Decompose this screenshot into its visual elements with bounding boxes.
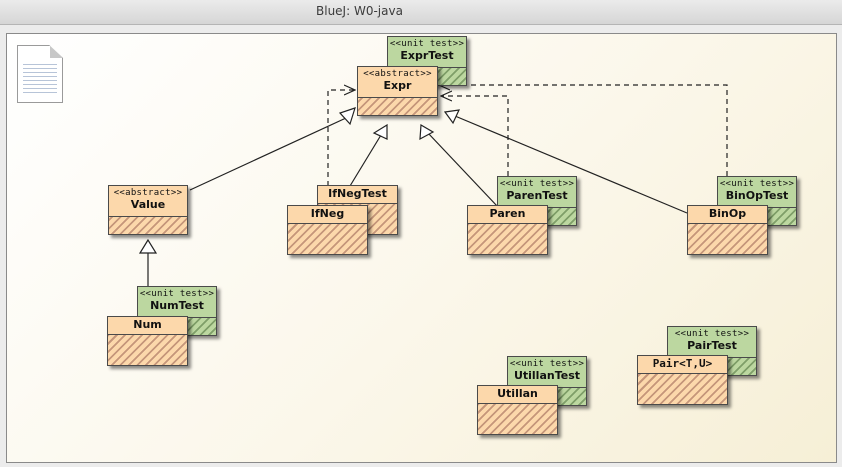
- class-ifneg[interactable]: IfNeg: [287, 205, 368, 255]
- class-name: BinOpTest: [725, 189, 789, 202]
- class-expr[interactable]: <<abstract>>Expr: [357, 66, 438, 116]
- class-name: UtillanTest: [513, 369, 581, 382]
- window-title: BlueJ: W0-java: [316, 4, 403, 18]
- class-name: PairTest: [687, 339, 737, 352]
- class-binop[interactable]: BinOp: [687, 205, 768, 255]
- class-pair[interactable]: Pair<T,U>: [637, 355, 728, 405]
- class-paren[interactable]: Paren: [467, 205, 548, 255]
- class-name: Utillan: [497, 387, 538, 400]
- class-name: Num: [133, 318, 162, 331]
- class-name: Paren: [489, 207, 526, 220]
- class-utillan[interactable]: Utillan: [477, 385, 558, 435]
- class-name: IfNeg: [310, 207, 345, 220]
- class-name: BinOp: [708, 207, 747, 220]
- class-name: IfNegTest: [328, 187, 387, 200]
- class-name: NumTest: [150, 299, 204, 312]
- class-name: Pair<T,U>: [652, 357, 713, 370]
- class-num[interactable]: Num: [107, 316, 188, 366]
- class-name: ParenTest: [506, 189, 568, 202]
- class-name: Value: [130, 198, 166, 211]
- class-name: ExprTest: [400, 49, 454, 62]
- window-titlebar: BlueJ: W0-java: [0, 0, 842, 25]
- class-name: Expr: [383, 79, 412, 92]
- class-value[interactable]: <<abstract>>Value: [108, 185, 188, 235]
